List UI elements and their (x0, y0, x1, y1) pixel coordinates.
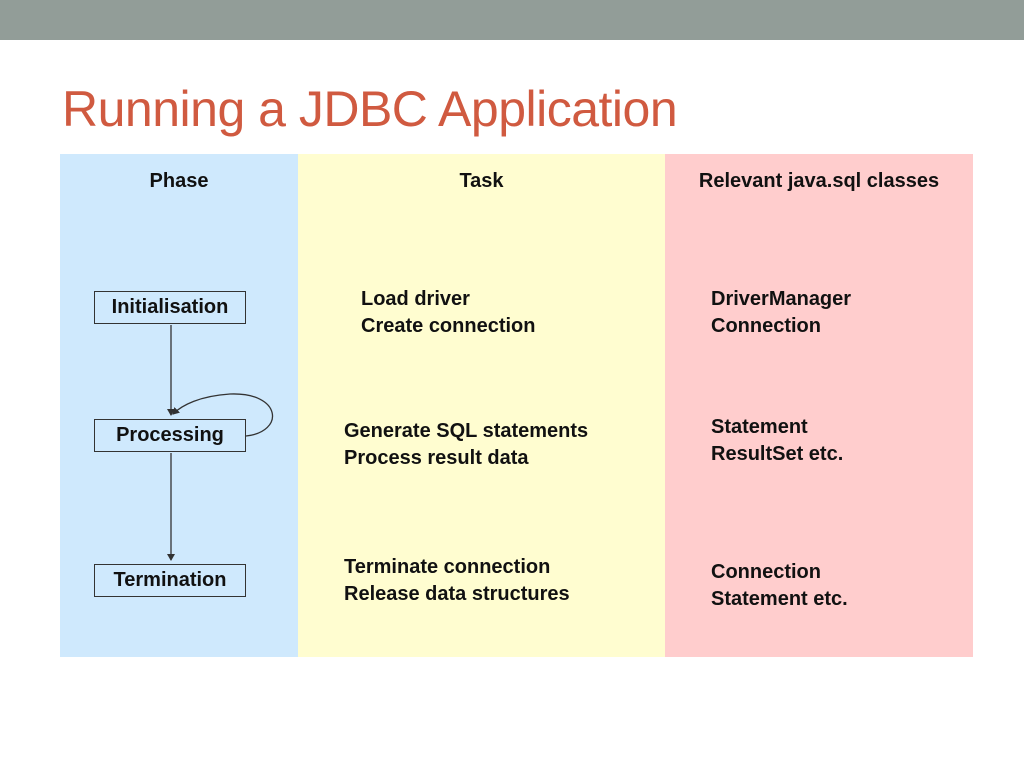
class-item: Statement (711, 416, 808, 438)
task-list-initialisation: Load driver Create connection (361, 286, 535, 340)
class-item: Statement etc. (711, 588, 848, 610)
task-item: Generate SQL statements (344, 420, 589, 442)
task-item: Release data structures (344, 583, 570, 605)
task-item: Process result data (344, 447, 529, 469)
task-list-termination: Terminate connection Release data struct… (344, 554, 570, 608)
classes-column-header: Relevant java.sql classes (698, 170, 940, 192)
phase-box-initialisation: Initialisation (94, 291, 246, 324)
slide-title: Running a JDBC Application (62, 81, 678, 137)
task-item: Load driver (361, 288, 470, 310)
class-item: DriverManager (711, 288, 852, 310)
class-item: ResultSet etc. (711, 443, 844, 465)
class-list-termination: Connection Statement etc. (711, 559, 848, 613)
task-column: Task (298, 154, 665, 657)
task-item: Create connection (361, 315, 536, 337)
class-list-processing: Statement ResultSet etc. (711, 414, 843, 468)
task-list-processing: Generate SQL statements Process result d… (344, 418, 588, 472)
class-item: Connection (711, 315, 821, 337)
phase-box-termination: Termination (94, 564, 246, 597)
class-list-initialisation: DriverManager Connection (711, 286, 851, 340)
phase-column-header: Phase (149, 170, 209, 192)
task-item: Terminate connection (344, 556, 551, 578)
class-item: Connection (711, 561, 821, 583)
task-column-header: Task (459, 170, 504, 192)
classes-column: Relevant java.sql classes (665, 154, 973, 657)
phase-box-processing: Processing (94, 419, 246, 452)
top-bar (0, 0, 1024, 40)
